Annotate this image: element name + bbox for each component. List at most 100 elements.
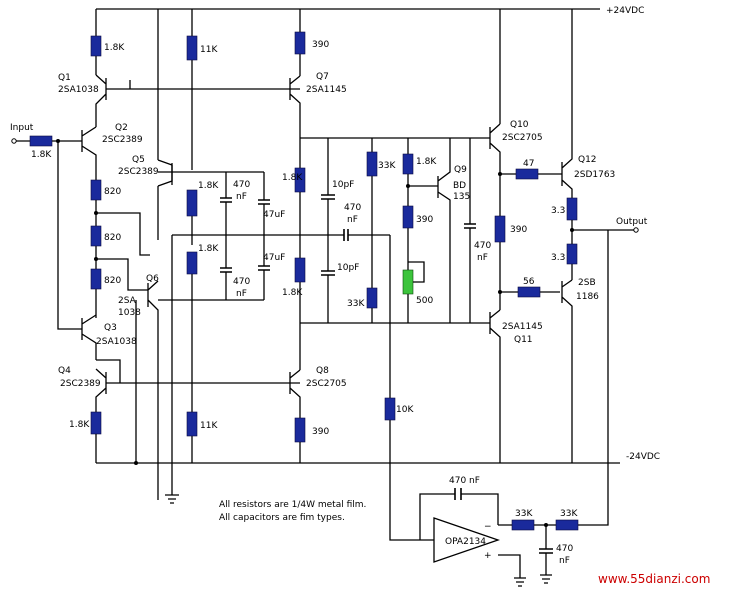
input-label: Input [10, 123, 34, 133]
q5-part: 2SC2389 [118, 167, 159, 177]
q6-emitter-wire [96, 258, 148, 291]
capacitor-47uf-a [258, 199, 270, 205]
resistor-fb-2 [555, 519, 579, 531]
cap-470nf-series-line1: 470 [344, 203, 361, 213]
q10-transistor [489, 9, 501, 172]
q13-part-line1: 2SB [578, 278, 596, 288]
resistor-vbe-2-label: 390 [416, 215, 433, 225]
resistor-vbe-1 [402, 153, 414, 175]
q10-name: Q10 [510, 120, 529, 130]
pot-wiper-wire [408, 261, 425, 283]
opamp-plus: + [484, 551, 492, 561]
resistor-33k-low [366, 287, 378, 309]
q3-name: Q3 [104, 323, 117, 333]
fb-10k-wire [389, 235, 434, 541]
q11-part: 2SA1145 [502, 322, 543, 332]
resistor-56-label: 56 [523, 277, 535, 287]
capacitor-10pf-a [321, 194, 335, 200]
note-line-1: All resistors are 1/4W metal film. [219, 500, 366, 510]
capacitor-470nf-a [220, 197, 232, 203]
resistor-11k-bottom [186, 411, 198, 437]
cap-470nf-a-line1: 470 [233, 180, 250, 190]
resistor-56 [517, 286, 541, 298]
potentiometer-label: 500 [416, 296, 433, 306]
servo-feedback-wire [419, 230, 609, 540]
cap-47uf-b-label: 47uF [263, 253, 285, 263]
junction-dot [570, 228, 574, 232]
opamp-label: OPA2134 [445, 537, 486, 547]
resistor-820-c-label: 820 [104, 276, 121, 286]
cap-10pf-b-label: 10pF [337, 263, 359, 273]
resistor-right-1-label: 1.8K [282, 173, 303, 183]
q1-emitter-resistor [90, 35, 102, 57]
resistor-11k-top [186, 35, 198, 61]
resistor-right-2 [294, 257, 306, 283]
resistor-emitter-2 [566, 243, 578, 265]
resistor-33k [366, 151, 378, 177]
resistor-33k-low-label: 33K [347, 299, 365, 309]
cap-470nf-series-line2: nF [347, 215, 358, 225]
resistor-390-q10-label: 390 [510, 225, 527, 235]
resistor-33k-label: 33K [378, 161, 396, 171]
ground-symbol [540, 574, 552, 584]
q6-part-line2: 1038 [118, 308, 141, 318]
q4-name: Q4 [58, 366, 71, 376]
resistor-fb-2-label: 33K [560, 509, 578, 519]
q8-name: Q8 [316, 366, 329, 376]
resistor-11k-top-label: 11K [200, 45, 218, 55]
q7-emitter-resistor-label: 390 [312, 40, 329, 50]
input-resistor [29, 135, 53, 147]
negative-rail-label: -24VDC [626, 452, 660, 462]
q3-part: 2SA1038 [96, 337, 137, 347]
q4-base-wire [96, 359, 300, 384]
resistor-mid-1 [186, 189, 198, 217]
q9-part-line2: 135 [453, 192, 470, 202]
q4-transistor [95, 368, 107, 412]
capacitor-470nf-series [343, 229, 349, 241]
capacitor-servo [454, 488, 462, 500]
resistor-fb-1 [511, 519, 535, 531]
q6-name: Q6 [146, 274, 159, 284]
ground-symbol [514, 577, 526, 587]
q7-transistor [289, 75, 301, 168]
mid-horizontal-wire [158, 171, 340, 301]
output-label: Output [616, 217, 648, 227]
q12-transistor [561, 9, 573, 198]
opamp-symbol [433, 517, 500, 563]
positive-rail-label: +24VDC [606, 6, 644, 16]
resistor-820-b-label: 820 [104, 233, 121, 243]
resistor-10k [384, 397, 396, 421]
q1-emitter-resistor-label: 1.8K [104, 43, 125, 53]
q8-emitter-resistor [294, 417, 306, 443]
q7-emitter-resistor [294, 31, 306, 55]
q10-part: 2SC2705 [502, 133, 543, 143]
q7-name: Q7 [316, 72, 329, 82]
q1-name: Q1 [58, 73, 71, 83]
cap-servo-label: 470 nF [449, 476, 480, 486]
q8-transistor [289, 369, 301, 418]
q7-part: 2SA1145 [306, 85, 347, 95]
q9-part-line1: BD [453, 181, 466, 191]
q5-wire [157, 9, 173, 187]
cap-servo-ground-line2: nF [559, 556, 570, 566]
q13-part-line2: 1186 [576, 292, 599, 302]
output-terminal [633, 227, 639, 233]
input-terminal [11, 138, 17, 144]
resistor-47-label: 47 [523, 159, 534, 169]
q9-name: Q9 [454, 165, 467, 175]
opamp-minus: − [484, 522, 492, 532]
q1-transistor [95, 74, 107, 118]
resistor-mid-2-label: 1.8K [198, 244, 219, 254]
cap-470nf-q10-line1: 470 [474, 241, 491, 251]
cap-470nf-q10-line2: nF [477, 253, 488, 263]
resistor-820-a [90, 179, 102, 201]
q4-emitter-resistor [90, 411, 102, 435]
capacitor-47uf-b [258, 265, 270, 271]
q2-transistor [81, 126, 97, 180]
capacitor-servo-ground [539, 548, 553, 554]
resistor-mid-2 [186, 251, 198, 275]
resistor-vbe-1-label: 1.8K [416, 157, 437, 167]
note-line-2: All capacitors are fim types. [219, 513, 345, 523]
resistor-emitter-1 [566, 197, 578, 221]
